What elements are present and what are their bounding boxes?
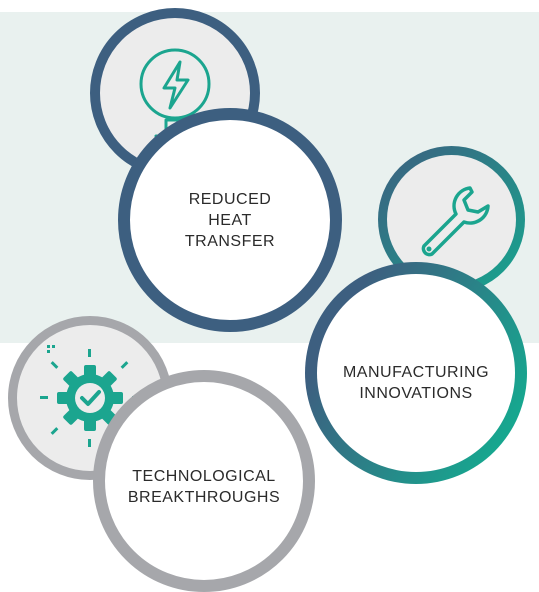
technological-breakthroughs-label: TECHNOLOGICAL BREAKTHROUGHS: [127, 468, 281, 506]
reduced-heat-transfer-label: REDUCED HEAT TRANSFER: [184, 191, 276, 250]
technological-breakthroughs-circle: [93, 370, 315, 592]
wrench-icon: [421, 185, 490, 256]
manufacturing-innovations-circle: [305, 262, 527, 484]
wrench-icon-circle: [378, 146, 525, 293]
manufacturing-innovations-label: MANUFACTURING INNOVATIONS: [342, 364, 490, 402]
gear-checkmark-icon: [40, 345, 140, 447]
